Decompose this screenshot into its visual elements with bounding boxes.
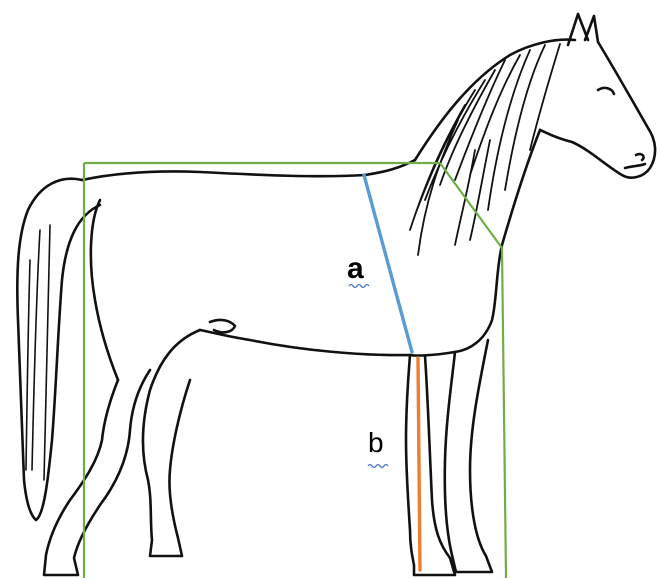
horse-hindquarter xyxy=(91,200,118,380)
horse-tail-strands xyxy=(26,225,50,480)
horse-hind-leg-far xyxy=(44,370,150,575)
horse-head xyxy=(540,42,655,178)
horse-tail xyxy=(17,179,100,520)
horse-neck-crest xyxy=(415,40,575,160)
label-a: a xyxy=(347,252,364,285)
horse-outline xyxy=(17,14,655,575)
horse-hind-leg-near xyxy=(143,330,200,556)
label-b: b xyxy=(368,427,384,458)
horse-sheath xyxy=(210,320,235,332)
bounding-frame xyxy=(84,163,506,578)
horse-fore-leg-far xyxy=(445,340,492,572)
label-b-spell-underline xyxy=(368,465,388,468)
horse-belly xyxy=(200,330,455,356)
frame-right xyxy=(502,248,506,578)
horse-nostril xyxy=(636,154,644,160)
horse-eye xyxy=(598,88,614,94)
label-a-spell-underline xyxy=(349,285,369,288)
horse-fore-leg-near xyxy=(406,355,455,575)
segment-b-line xyxy=(418,358,420,570)
horse-mouth xyxy=(625,164,645,168)
segment-a-line xyxy=(364,175,412,352)
